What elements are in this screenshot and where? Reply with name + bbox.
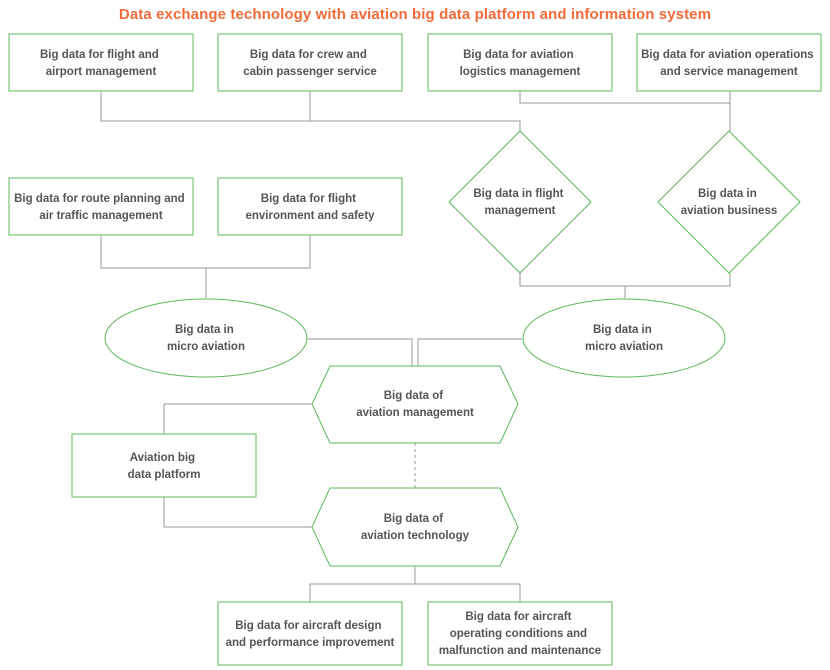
node-label: Big data for crew and cabin passenger se… — [243, 49, 377, 78]
node-label: Aviation big data platform — [128, 452, 201, 481]
node-flight-airport: Big data for flight and airport manageme… — [8, 33, 194, 92]
node-label: Big data in aviation business — [681, 188, 778, 217]
node-environment: Big data for flight environment and safe… — [217, 177, 403, 236]
node-aircraft-conditions: Big data for aircraft operating conditio… — [427, 601, 613, 666]
connector-bottom-right — [415, 583, 521, 602]
node-label: Big data for aircraft design and perform… — [226, 620, 395, 649]
node-aviation-technology: Big data of aviation technology — [311, 487, 519, 567]
connectors — [100, 91, 731, 602]
node-route-planning: Big data for route planning and air traf… — [8, 177, 194, 236]
diagram-title: Data exchange technology with aviation b… — [118, 6, 712, 23]
node-crew-cabin: Big data for crew and cabin passenger se… — [217, 33, 403, 92]
connector-diamonds-group — [519, 273, 731, 287]
node-label: Big data for aircraft operating conditio… — [439, 611, 601, 657]
node-label: Big data in flight management — [473, 188, 566, 217]
node-micro-aviation-left: Big data in micro aviation — [104, 298, 308, 378]
connector-platform-technology — [163, 497, 312, 528]
connector-micro-right — [417, 338, 522, 366]
node-label: Big data for aviation logistics manageme… — [460, 49, 581, 78]
connector-platform-management — [163, 403, 312, 434]
node-label: Big data for flight and airport manageme… — [40, 49, 162, 78]
node-operations: Big data for aviation operations and ser… — [636, 33, 822, 92]
connector-top-right-group — [519, 91, 730, 104]
node-label: Big data for route planning and air traf… — [14, 193, 188, 222]
node-label: Big data of aviation management — [356, 390, 474, 419]
node-micro-aviation-right: Big data in micro aviation — [522, 298, 726, 378]
node-label: Big data for aviation operations and ser… — [641, 49, 817, 78]
node-aircraft-design: Big data for aircraft design and perform… — [217, 601, 403, 666]
node-logistics: Big data for aviation logistics manageme… — [427, 33, 613, 92]
node-aviation-management: Big data of aviation management — [311, 365, 519, 444]
node-label: Big data in micro aviation — [585, 324, 663, 353]
node-label: Big data of aviation technology — [361, 513, 470, 542]
node-flight-management: Big data in flight management — [448, 130, 592, 274]
node-label: Big data for flight environment and safe… — [245, 193, 375, 222]
connector-mid-left-group — [100, 235, 311, 269]
node-aviation-platform: Aviation big data platform — [71, 433, 257, 498]
connector-micro-left — [306, 338, 413, 366]
node-label: Big data in micro aviation — [167, 324, 245, 353]
connector-bottom-group — [309, 566, 416, 602]
node-aviation-business: Big data in aviation business — [657, 130, 801, 274]
